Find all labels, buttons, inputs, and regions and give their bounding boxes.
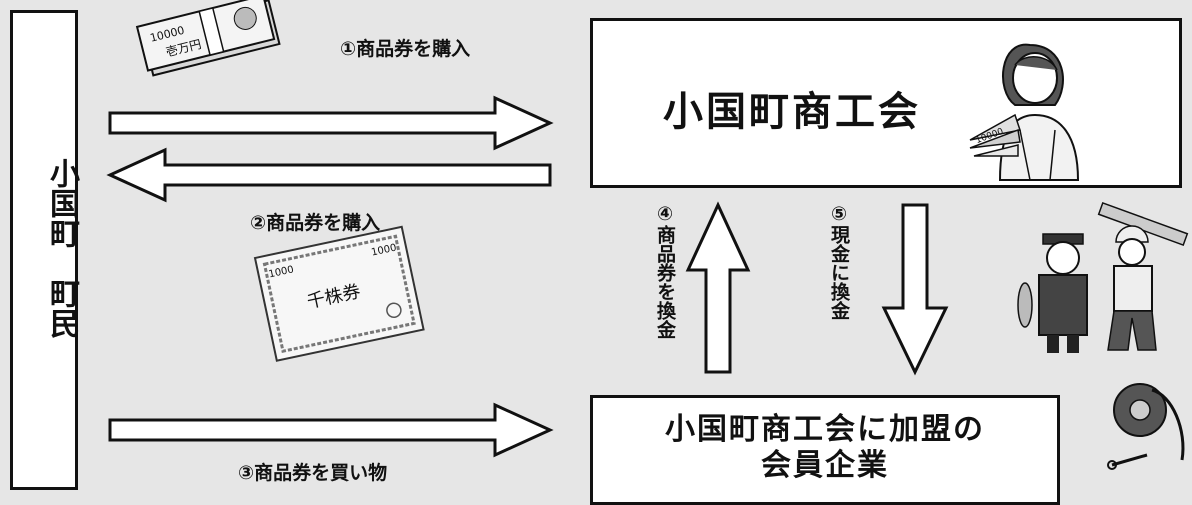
arrow-shopping-right	[108, 402, 554, 458]
resident-label: 小国町 町民	[44, 158, 79, 338]
voucher-amount-left: 1000	[268, 264, 295, 280]
arrow-purchase-right	[108, 95, 554, 151]
member-businesses-line1: 小国町商工会に加盟の	[665, 412, 985, 447]
cash-bundle-icon: 10000 壱万円	[135, 0, 281, 77]
step-3-label: ③商品券を買い物	[238, 462, 388, 484]
clerk-illustration: 10000	[969, 43, 1080, 181]
arrow-voucher-left	[106, 147, 552, 203]
member-businesses-line2: 会員企業	[761, 448, 889, 483]
step-2-label: ②商品券を購入	[250, 212, 381, 234]
step-1-label: ①商品券を購入	[340, 38, 471, 60]
chamber-of-commerce-label: 小国町商工会	[663, 89, 921, 135]
member-businesses-label: 小国町商工会に加盟の 会員企業	[593, 412, 1057, 484]
voucher-amount-right: 1000	[370, 242, 397, 258]
arrow-cash-down	[881, 203, 949, 376]
diagram-graphics: 10000 壱万円 1000 1000 千株券 10000	[106, 0, 1189, 470]
carpenter-illustration	[1097, 202, 1189, 351]
fan-of-bills-icon: 10000	[969, 113, 1021, 157]
fishmonger-illustration	[1017, 233, 1088, 353]
mechanic-illustration	[1107, 383, 1185, 470]
resident-box: 小国町 町民	[10, 10, 79, 490]
chamber-of-commerce-box: 小国町商工会	[590, 18, 1182, 188]
arrow-redeem-up	[685, 201, 751, 374]
member-businesses-box: 小国町商工会に加盟の 会員企業	[590, 395, 1060, 505]
step-5-label: ⑤現金に換金	[828, 203, 850, 320]
step-4-label: ④商品券を換金	[654, 203, 676, 339]
voucher-icon: 1000 1000 千株券	[253, 225, 425, 362]
